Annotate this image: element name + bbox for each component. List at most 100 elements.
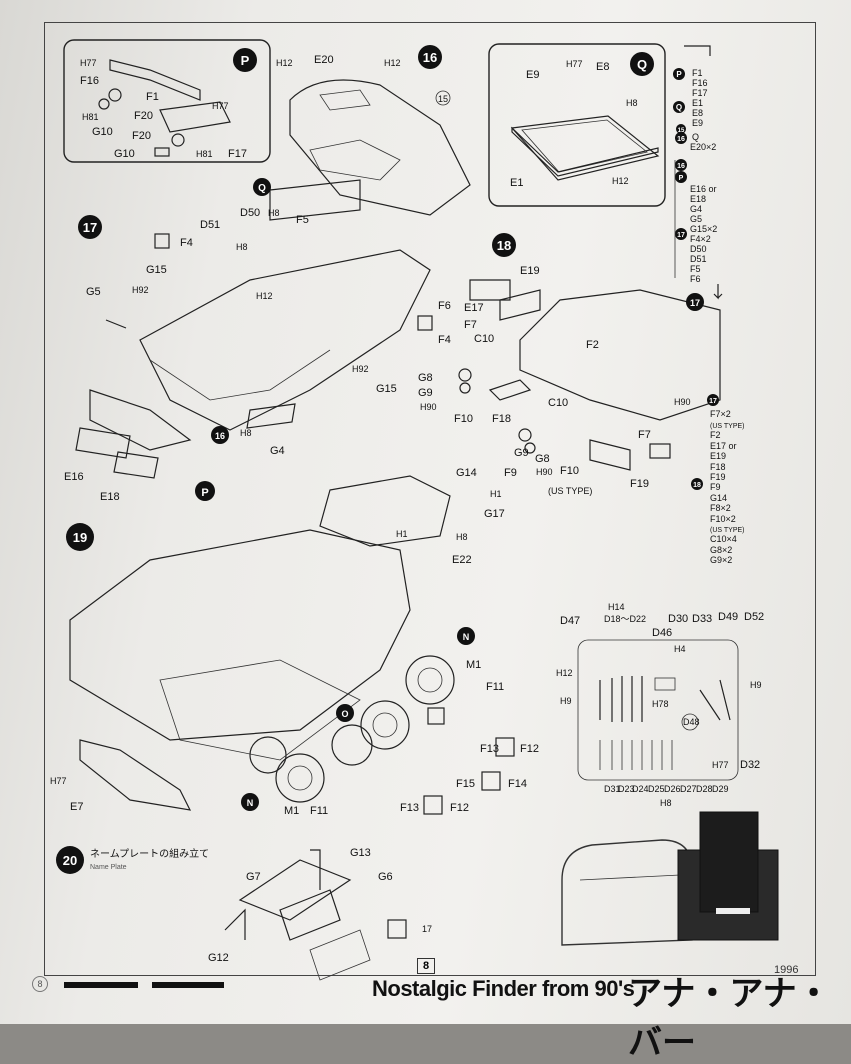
part-label: F2 (710, 430, 721, 440)
part-label: 17 (709, 398, 717, 405)
part-label: H8 (268, 208, 280, 218)
page-border (44, 22, 816, 976)
step-17-car (75, 249, 431, 479)
part-label: D23 (618, 784, 635, 794)
part-label: F2 (586, 339, 599, 351)
part-label: E7 (70, 801, 83, 813)
footer-bar-mid (152, 982, 224, 988)
part-label: D26 (664, 784, 681, 794)
part-label: H4 (674, 644, 686, 654)
part-label: H1 (396, 529, 408, 539)
part-label: D31 (604, 784, 621, 794)
step-16-car (269, 79, 471, 221)
part-label: Name Plate (90, 864, 127, 871)
part-label: P (241, 53, 250, 68)
part-label: 20 (63, 853, 77, 868)
part-label: H90 (420, 402, 437, 412)
part-label: D24 (632, 784, 649, 794)
footer-bar-left (64, 982, 138, 988)
part-label: D51 (690, 254, 707, 264)
part-label: G8 (535, 453, 550, 465)
part-label: M1 (284, 805, 299, 817)
part-label: 16 (423, 50, 437, 65)
part-label: (US TYPE) (548, 486, 592, 496)
step-16-badge (418, 45, 442, 69)
part-label: H92 (352, 364, 369, 374)
part-label: H77 (50, 776, 67, 786)
part-label: F13 (400, 802, 419, 814)
year-text: 1996 (774, 964, 799, 976)
part-label: F16 (692, 78, 708, 88)
part-label: H8 (236, 242, 248, 252)
part-label: E16 or (690, 184, 717, 194)
part-label: D48 (683, 717, 700, 727)
part-label: H12 (276, 58, 293, 68)
part-label: G17 (484, 508, 505, 520)
part-label: 18 (497, 238, 511, 253)
part-label: G8×2 (710, 545, 732, 555)
part-label: D18～D22 (604, 614, 646, 624)
part-label: G15 (376, 383, 397, 395)
part-label: G15 (146, 264, 167, 276)
part-label: F19 (630, 478, 649, 490)
part-label: F7 (638, 429, 651, 441)
watermark-title: Nostalgic Finder from 90's (372, 976, 635, 1001)
page-number: 8 (417, 958, 435, 974)
step-p-badge (233, 48, 257, 72)
part-label: D33 (692, 613, 712, 625)
part-label: F18 (710, 462, 726, 472)
part-label: E19 (520, 265, 540, 277)
step-18-car (458, 279, 721, 471)
part-label: D32 (740, 759, 760, 771)
part-label: H9 (750, 680, 762, 690)
part-label: 16 (215, 431, 225, 441)
part-label: F12 (520, 743, 539, 755)
part-label: H12 (384, 58, 401, 68)
part-label: D50 (240, 207, 260, 219)
part-label: F19 (710, 472, 726, 482)
part-label: 17 (422, 924, 432, 934)
part-label: F14 (508, 778, 527, 790)
part-label: G9 (418, 387, 433, 399)
part-label: G10 (114, 148, 135, 160)
part-label: G5 (690, 214, 702, 224)
part-label: F1 (692, 68, 703, 78)
part-label: E9 (692, 118, 703, 128)
part-label: H12 (612, 176, 629, 186)
part-label: F15 (456, 778, 475, 790)
part-label: E8 (596, 61, 609, 73)
part-label: E17 or (710, 441, 737, 451)
part-label: F4 (180, 237, 193, 249)
part-label: F9 (504, 467, 517, 479)
part-label: H12 (556, 668, 573, 678)
part-label: H77 (566, 59, 583, 69)
part-label: H77 (712, 760, 729, 770)
part-label: H12 (256, 291, 273, 301)
part-label: E1 (692, 98, 703, 108)
part-label: F6 (690, 274, 701, 284)
part-label: G15×2 (690, 224, 717, 234)
part-label: 16 (677, 163, 685, 170)
step-p-parts (98, 59, 231, 157)
part-label: E16 (64, 471, 84, 483)
tools-drawing (599, 676, 731, 770)
part-label: 16 (677, 136, 685, 143)
part-label: H81 (82, 112, 99, 122)
part-label: E1 (510, 177, 523, 189)
part-label: F11 (310, 805, 328, 817)
part-label: G14 (710, 493, 727, 503)
part-label: Q (676, 103, 682, 112)
watermark-logo: アナ・アナ・バー (628, 975, 831, 1062)
step-20-parts (224, 849, 371, 981)
part-label: E18 (100, 491, 120, 503)
part-label: E17 (464, 302, 484, 314)
part-label: F4 (438, 334, 451, 346)
part-label: ネームプレートの組み立て (90, 847, 209, 860)
part-label: D49 (718, 611, 738, 623)
part-label: H81 (196, 149, 213, 159)
part-label: 19 (73, 530, 87, 545)
part-label: F20 (134, 110, 153, 122)
part-label: G4 (270, 445, 285, 457)
part-label: F8×2 (710, 503, 731, 513)
